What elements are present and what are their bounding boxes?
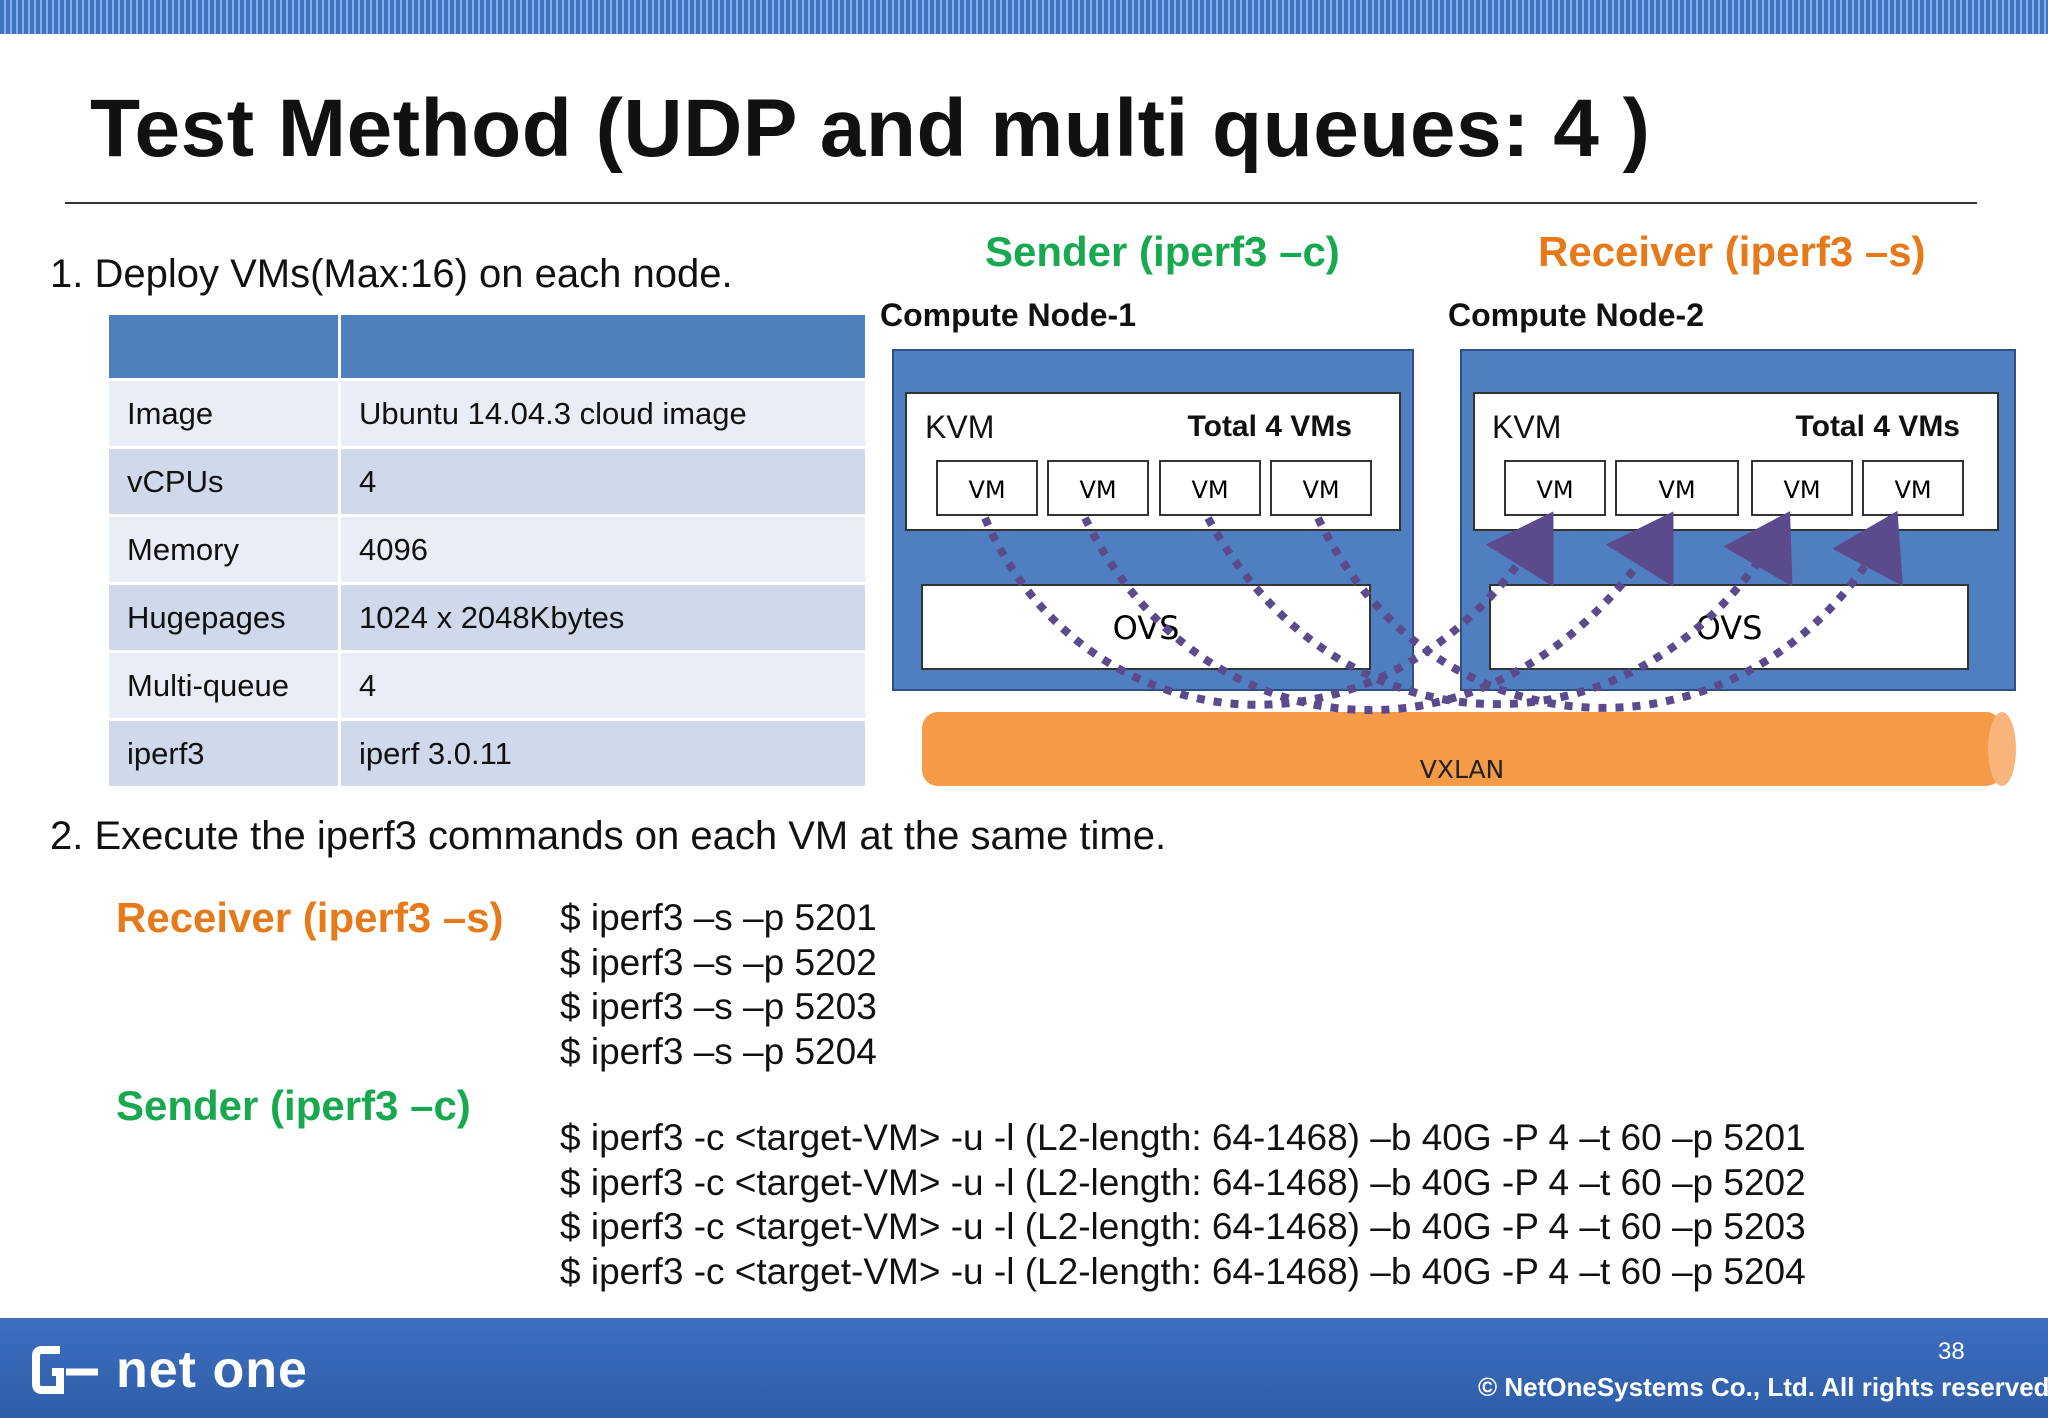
node2-name: Compute Node-2 bbox=[1448, 297, 1704, 333]
sender-command-line: $ iperf3 -c <target-VM> -u -l (L2-length… bbox=[560, 1161, 1806, 1203]
table-row: Image Ubuntu 14.04.3 cloud image bbox=[109, 381, 865, 446]
node1-vm-box bbox=[1270, 460, 1372, 516]
spec-value: 4 bbox=[341, 449, 865, 514]
vxlan-label: VXLAN bbox=[1420, 755, 1505, 784]
receiver-command-line: $ iperf3 –s –p 5202 bbox=[560, 941, 877, 983]
sender-command-line: $ iperf3 -c <target-VM> -u -l (L2-length… bbox=[560, 1250, 1806, 1292]
flow-arrow-vm1 bbox=[981, 511, 1554, 709]
page-number: 38 bbox=[1938, 1338, 1965, 1365]
netone-logo: net one bbox=[32, 1341, 308, 1399]
table-row: iperf3 iperf 3.0.11 bbox=[109, 721, 865, 786]
spec-key: Image bbox=[109, 381, 338, 446]
node1-name: Compute Node-1 bbox=[880, 297, 1136, 333]
receiver-command-line: $ iperf3 –s –p 5201 bbox=[560, 897, 877, 938]
top-decorative-bar bbox=[0, 0, 2048, 34]
node2-vm-box bbox=[1615, 460, 1739, 516]
node1-vm-label: VM bbox=[1079, 476, 1116, 504]
node1-vm-label: VM bbox=[1191, 476, 1228, 504]
sender-command-label: Sender (iperf3 –c) bbox=[116, 1082, 471, 1129]
node1-vm-label: VM bbox=[968, 476, 1005, 504]
footer-bar bbox=[0, 1318, 2048, 1418]
diagram-receiver-title: Receiver (iperf3 –s) bbox=[1538, 228, 1926, 275]
node2-ovs-label: OVS bbox=[1696, 609, 1763, 647]
spec-key: vCPUs bbox=[109, 449, 338, 514]
table-row: Multi-queue 4 bbox=[109, 653, 865, 718]
node2-kvm-label: KVM bbox=[1492, 409, 1561, 445]
spec-value: 1024 x 2048Kbytes bbox=[341, 585, 865, 650]
netone-logo-mark-icon bbox=[32, 1346, 98, 1394]
table-header-row bbox=[109, 315, 865, 378]
spec-value: iperf 3.0.11 bbox=[341, 721, 865, 786]
node2-vm-box bbox=[1751, 460, 1853, 516]
node2-vm-box bbox=[1862, 460, 1964, 516]
vxlan-body bbox=[922, 712, 2002, 786]
table-header-cell bbox=[341, 315, 865, 378]
table-row: Memory 4096 bbox=[109, 517, 865, 582]
slide-title: Test Method (UDP and multi queues: 4 ) bbox=[90, 83, 1651, 174]
node1-vm-label: VM bbox=[1302, 476, 1339, 504]
node1-vm-box bbox=[936, 460, 1038, 516]
node1-vm-box bbox=[1159, 460, 1261, 516]
vxlan-end-cap bbox=[1988, 712, 2016, 786]
step-2-text: 2. Execute the iperf3 commands on each V… bbox=[50, 814, 1167, 858]
spec-key: Hugepages bbox=[109, 585, 338, 650]
spec-key: Multi-queue bbox=[109, 653, 338, 718]
receiver-command-line: $ iperf3 –s –p 5203 bbox=[560, 986, 877, 1027]
node1-vm-box bbox=[1047, 460, 1149, 516]
spec-value: 4 bbox=[341, 653, 865, 718]
node2-vm-label: VM bbox=[1783, 476, 1820, 504]
node2-total-vms: Total 4 VMs bbox=[1796, 410, 1960, 443]
receiver-command-line: $ iperf3 –s –p 5204 bbox=[560, 1030, 877, 1072]
node2-vm-box bbox=[1504, 460, 1606, 516]
copyright-text: © NetOneSystems Co., Ltd. All rights res… bbox=[1478, 1372, 2048, 1402]
flow-arrow-vm2 bbox=[1081, 511, 1674, 714]
node2-vm-label: VM bbox=[1894, 476, 1931, 504]
spec-key: iperf3 bbox=[109, 721, 338, 786]
node2-ovs-box bbox=[1489, 584, 1969, 670]
sender-command-line: $ iperf3 -c <target-VM> -u -l (L2-length… bbox=[560, 1117, 1806, 1158]
node2-vm-label: VM bbox=[1658, 476, 1695, 504]
node1-total-vms: Total 4 VMs bbox=[1188, 410, 1352, 443]
title-divider bbox=[65, 202, 1977, 204]
diagram-sender-title: Sender (iperf3 –c) bbox=[985, 228, 1340, 275]
flow-arrow-vm4 bbox=[1314, 510, 1903, 712]
logo-text: net one bbox=[116, 1341, 308, 1399]
sender-command-line: $ iperf3 -c <target-VM> -u -l (L2-length… bbox=[560, 1206, 1806, 1247]
vxlan-pipe: VXLAN bbox=[922, 712, 2016, 786]
step-1-text: 1. Deploy VMs(Max:16) on each node. bbox=[50, 252, 733, 296]
flow-arrow-vm3 bbox=[1204, 511, 1793, 709]
spec-value: 4096 bbox=[341, 517, 865, 582]
receiver-commands: $ iperf3 –s –p 5201 $ iperf3 –s –p 5202 … bbox=[560, 896, 877, 1074]
table-row: Hugepages 1024 x 2048Kbytes bbox=[109, 585, 865, 650]
vm-spec-table: Image Ubuntu 14.04.3 cloud image vCPUs 4… bbox=[106, 312, 868, 789]
node2-vm-label: VM bbox=[1536, 476, 1573, 504]
sender-commands: $ iperf3 -c <target-VM> -u -l (L2-length… bbox=[560, 1116, 1806, 1294]
receiver-command-label: Receiver (iperf3 –s) bbox=[116, 894, 504, 941]
spec-value: Ubuntu 14.04.3 cloud image bbox=[341, 381, 865, 446]
flow-arrows bbox=[981, 510, 1903, 714]
node1-kvm-label: KVM bbox=[925, 409, 994, 445]
spec-key: Memory bbox=[109, 517, 338, 582]
table-row: vCPUs 4 bbox=[109, 449, 865, 514]
node1-ovs-box bbox=[921, 584, 1371, 670]
table-header-cell bbox=[109, 315, 338, 378]
